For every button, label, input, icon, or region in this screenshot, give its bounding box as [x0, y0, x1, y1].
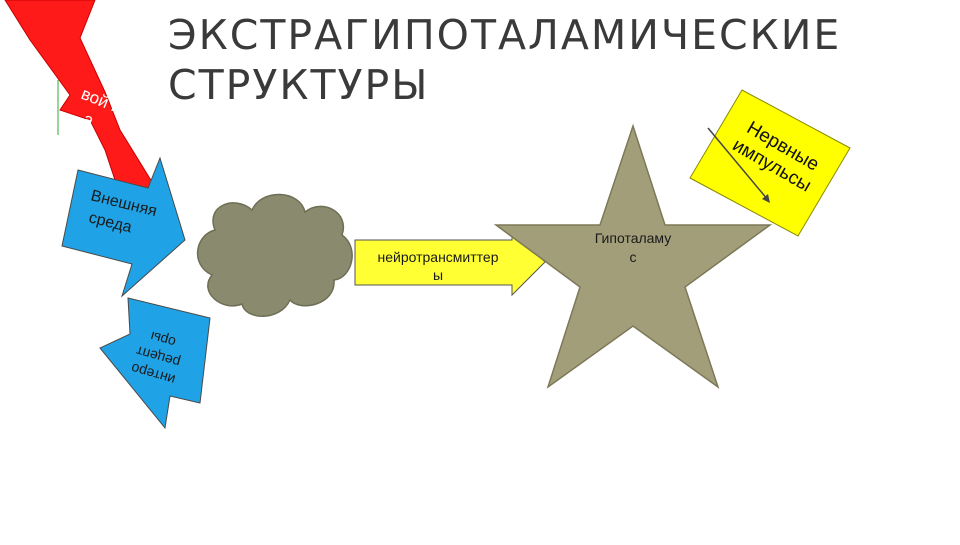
lightning-label-2: н	[109, 96, 125, 117]
interoceptors-arrow: интеро рецепт оры	[99, 297, 211, 430]
neurotransmitters-label-line2: ы	[433, 267, 443, 283]
slide-title-line1: ЭКСТРАГИПОТАЛАМИЧЕСКИЕ	[168, 11, 842, 59]
slide-title: ЭКСТРАГИПОТАЛАМИЧЕСКИЕ СТРУКТУРЫ	[168, 10, 868, 110]
slide-title-line2: СТРУКТУРЫ	[168, 61, 430, 109]
neurotransmitters-label-line1: нейротрансмиттер	[377, 249, 498, 265]
neurotransmitters-arrow: нейротрансмиттер ы	[354, 228, 546, 297]
nerve-impulses-banner: Нервные импульсы	[689, 89, 851, 237]
hypothalamus-star: Гипоталаму с	[493, 123, 773, 389]
hypothalamus-label-line2: с	[630, 249, 637, 265]
hypothalamus-label-line1: Гипоталаму	[595, 230, 671, 246]
interoceptors-label-line3: оры	[148, 328, 177, 350]
external-environment-arrow: Внешняя среда	[61, 156, 186, 298]
cloud-shape	[196, 193, 353, 317]
